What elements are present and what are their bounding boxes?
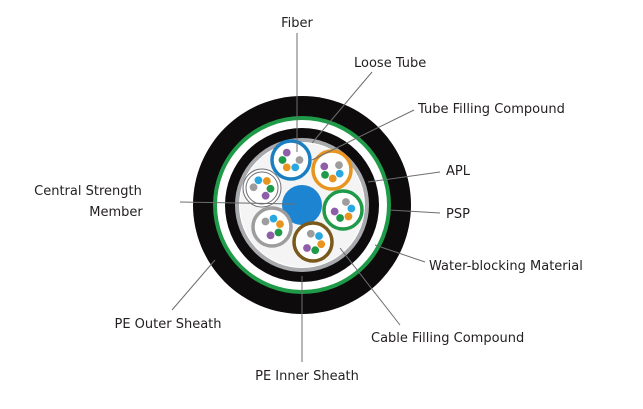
optical-fiber	[249, 182, 259, 192]
optical-fiber	[320, 170, 330, 180]
optical-fiber	[302, 243, 312, 253]
tube-wall-inner	[245, 171, 279, 205]
optical-fiber	[290, 162, 300, 172]
optical-fiber	[310, 245, 320, 255]
leader-cable-filling	[339, 247, 401, 326]
label-tube-filling: Tube Filling Compound	[417, 102, 565, 117]
loose-tube	[251, 206, 293, 248]
leader-tube-filling	[311, 109, 415, 161]
loose-tube	[242, 168, 282, 208]
optical-fiber	[306, 229, 316, 239]
optical-fiber	[326, 157, 336, 167]
optical-fiber	[260, 217, 270, 227]
leader-pe-outer	[171, 259, 216, 311]
label-pe-outer: PE Outer Sheath	[114, 317, 221, 332]
tube-wall	[292, 221, 334, 263]
tube-wall	[270, 139, 312, 181]
label-fiber: Fiber	[281, 16, 313, 31]
optical-fiber	[275, 219, 285, 229]
label-cable-filling: Cable Filling Compound	[371, 331, 524, 346]
optical-fiber	[341, 197, 351, 207]
optical-fiber	[334, 160, 344, 170]
leader-central-strength	[179, 201, 297, 205]
optical-fiber	[335, 213, 345, 223]
tube-wall	[311, 149, 353, 191]
optical-fiber	[265, 184, 275, 194]
label-water-blocking: Water-blocking Material	[429, 259, 583, 274]
optical-fiber	[343, 212, 353, 222]
optical-fiber	[282, 162, 292, 172]
leader-loose-tube	[311, 71, 373, 144]
optical-fiber	[294, 155, 304, 165]
label-psp: PSP	[446, 207, 470, 222]
optical-fiber	[290, 148, 300, 158]
label-apl: APL	[446, 164, 471, 179]
optical-fiber	[277, 155, 287, 165]
label-central-strength-1: Central Strength	[34, 184, 142, 199]
optical-fiber	[253, 175, 263, 185]
leader-water-blocking	[374, 244, 426, 263]
loose-tube	[270, 139, 312, 181]
label-central-strength-2: Member	[89, 205, 143, 220]
optical-fiber	[274, 227, 284, 237]
optical-fiber	[268, 214, 278, 224]
loose-tube	[311, 149, 353, 191]
optical-fiber	[252, 190, 262, 200]
optical-fiber	[328, 173, 338, 183]
optical-fiber	[266, 230, 276, 240]
optical-fiber	[330, 206, 340, 216]
tube-wall	[322, 189, 364, 231]
optical-fiber	[314, 231, 324, 241]
loose-tube	[292, 221, 334, 263]
optical-fiber	[262, 176, 272, 186]
optical-fiber	[259, 225, 269, 235]
central-strength-member	[282, 185, 322, 225]
optical-fiber	[261, 191, 271, 201]
labels: Fiber Loose Tube Tube Filling Compound A…	[34, 16, 583, 384]
label-pe-inner: PE Inner Sheath	[255, 369, 359, 384]
optical-fiber	[282, 148, 292, 158]
label-loose-tube: Loose Tube	[354, 56, 426, 71]
loose-tube	[322, 189, 364, 231]
optical-fiber	[346, 204, 356, 214]
leader-psp	[388, 209, 441, 214]
tube-wall	[251, 206, 293, 248]
optical-fiber	[316, 239, 326, 249]
cable-cross-section	[193, 96, 411, 314]
leader-lines	[171, 33, 441, 362]
tube-wall	[242, 168, 282, 208]
optical-fiber	[300, 235, 310, 245]
optical-fiber	[319, 161, 329, 171]
optical-fiber	[333, 198, 343, 208]
leader-apl	[367, 171, 441, 183]
